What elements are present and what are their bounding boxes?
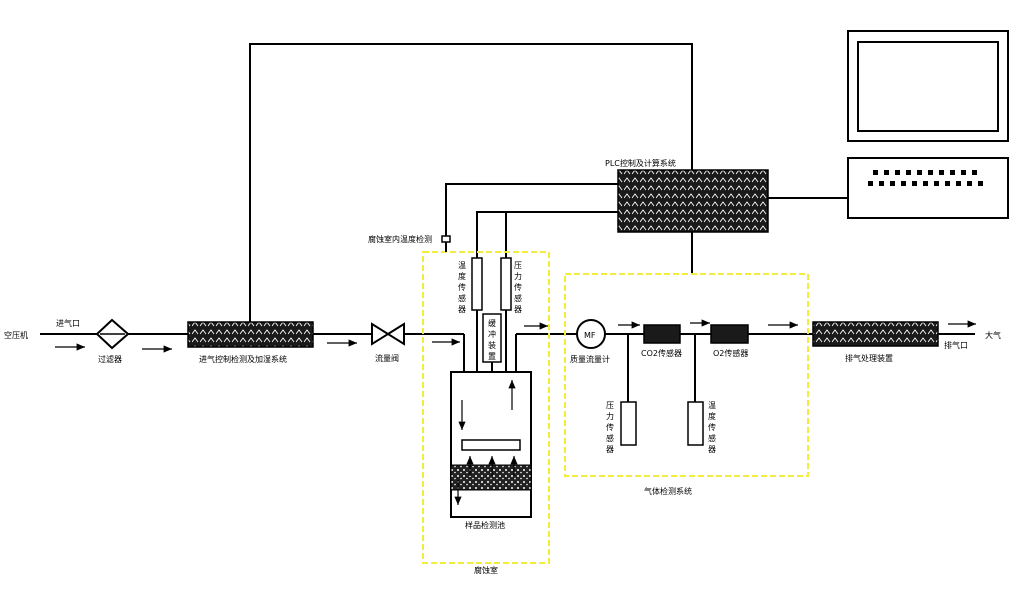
- vertical-char: 冲: [488, 329, 496, 339]
- plc-block: [617, 169, 769, 233]
- keyboard-key: [939, 170, 944, 175]
- chamber-temp-probe: [441, 235, 451, 243]
- label-sample: 样品检测池: [465, 520, 505, 530]
- gas-detection-box: [564, 273, 809, 477]
- keyboard-key: [879, 181, 884, 186]
- vertical-char: 力: [514, 271, 522, 281]
- label-mf: MF: [584, 331, 596, 340]
- keyboard-key: [961, 170, 966, 175]
- vertical-char: 器: [708, 445, 716, 454]
- vertical-char: 置: [488, 352, 496, 361]
- vertical-char: 缓: [488, 318, 496, 328]
- o2-sensor-block: [710, 324, 749, 344]
- vertical-char: 传: [514, 282, 522, 292]
- vertical-char: 器: [458, 305, 466, 314]
- mass-flow-meter: [576, 319, 606, 349]
- vertical-char: 传: [606, 422, 614, 432]
- vertical-char: 温: [708, 401, 716, 410]
- label-atmosphere: 大气: [985, 330, 1001, 340]
- keyboard-key: [950, 170, 955, 175]
- keyboard-key: [978, 181, 983, 186]
- room-temp-sensor: [471, 257, 483, 311]
- keyboard-key: [873, 170, 878, 175]
- label-o2-sensor: O2传感器: [713, 348, 748, 358]
- wire-inlet-plc: [249, 43, 693, 322]
- keyboard-icon: [847, 157, 1009, 219]
- vertical-char: 压: [606, 401, 614, 410]
- wire-plc-temp-sensor: [476, 211, 618, 258]
- sample-granules: [450, 464, 532, 491]
- vertical-char: 压: [514, 261, 522, 270]
- label-mass-flow: 质量流量计: [570, 354, 610, 364]
- vertical-char: 感: [458, 293, 466, 303]
- vertical-char: 度: [708, 411, 716, 421]
- corrosion-room-box: [422, 251, 550, 564]
- keyboard-key: [917, 170, 922, 175]
- inlet-control-block: [187, 321, 314, 348]
- keyboard-key: [884, 170, 889, 175]
- vertical-char: 感: [708, 433, 716, 443]
- room-pressure-sensor: [500, 257, 512, 311]
- label-outlet: 排气口: [944, 340, 968, 350]
- keyboard-key: [895, 170, 900, 175]
- label-filter: 过滤器: [98, 354, 122, 364]
- keyboard-key: [967, 181, 972, 186]
- label-co2-sensor: CO2传感器: [641, 348, 682, 358]
- keyboard-key: [934, 181, 939, 186]
- keyboard-key: [890, 181, 895, 186]
- label-plc: PLC控制及计算系统: [605, 158, 676, 168]
- label-flow-valve: 流量阀: [375, 353, 399, 363]
- monitor-icon: [847, 30, 1009, 142]
- keyboard-key: [928, 170, 933, 175]
- label-corrosion-room: 腐蚀室: [474, 565, 498, 575]
- vertical-char: 传: [708, 422, 716, 432]
- gas-temp-sensor: [687, 401, 704, 446]
- gas-pressure-sensor: [620, 401, 637, 446]
- vertical-char: 器: [514, 305, 522, 314]
- label-gas-detection: 气体检测系统: [644, 486, 692, 496]
- wire-plc-chamber-temp: [445, 183, 618, 236]
- label-inlet-control: 进气控制检测及加湿系统: [199, 354, 287, 364]
- vertical-char: 度: [458, 271, 466, 281]
- keyboard-key: [906, 170, 911, 175]
- vertical-char: 感: [514, 293, 522, 303]
- vertical-char: 感: [606, 433, 614, 443]
- keyboard-key: [901, 181, 906, 186]
- vertical-char: 力: [606, 411, 614, 421]
- sample-plate: [461, 439, 521, 451]
- keyboard-key: [945, 181, 950, 186]
- label-compressor: 空压机: [4, 330, 28, 340]
- co2-sensor-block: [643, 324, 681, 344]
- valve-icon: [371, 322, 405, 346]
- keyboard-key: [956, 181, 961, 186]
- vertical-char: 器: [606, 445, 614, 454]
- vertical-char: 温: [458, 261, 466, 270]
- label-exhaust: 排气处理装置: [845, 353, 893, 363]
- label-inlet: 进气口: [56, 318, 80, 328]
- filter-diamond-icon: [95, 318, 130, 350]
- label-chamber-temp: 腐蚀室内温度检测: [368, 234, 432, 244]
- keyboard-key: [912, 181, 917, 186]
- exhaust-block: [812, 321, 939, 347]
- keyboard-key: [923, 181, 928, 186]
- vertical-char: 装: [488, 340, 496, 350]
- keyboard-key: [972, 170, 977, 175]
- vertical-char: 传: [458, 282, 466, 292]
- keyboard-key: [868, 181, 873, 186]
